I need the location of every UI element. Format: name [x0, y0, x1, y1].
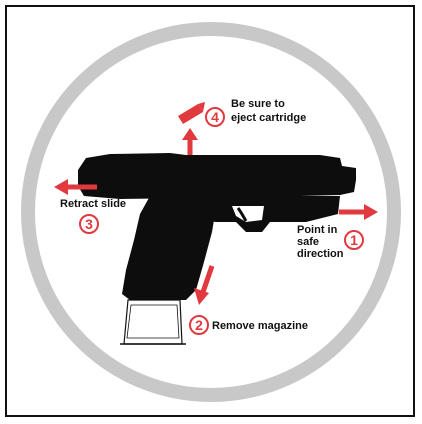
step-1-badge: 1	[345, 231, 363, 249]
step-2-badge: 2	[190, 316, 208, 334]
step-3-badge: 3	[80, 215, 98, 233]
step-1-number: 1	[350, 232, 358, 248]
step-2-number: 2	[195, 317, 203, 333]
step-1-label: Point in safe direction	[297, 224, 344, 260]
step-2-label: Remove magazine	[212, 320, 308, 332]
step-4-number: 4	[211, 109, 219, 125]
cartridge-icon	[178, 102, 205, 124]
step-4-badge: 4	[206, 108, 224, 126]
magazine-outline-icon	[120, 300, 186, 344]
step-3-label: Retract slide	[60, 198, 126, 210]
step-3-number: 3	[85, 216, 93, 232]
eject-arrow-icon	[182, 128, 198, 155]
point-arrow-icon	[339, 204, 378, 220]
step-4-label: Be sure to eject cartridge	[231, 98, 306, 124]
